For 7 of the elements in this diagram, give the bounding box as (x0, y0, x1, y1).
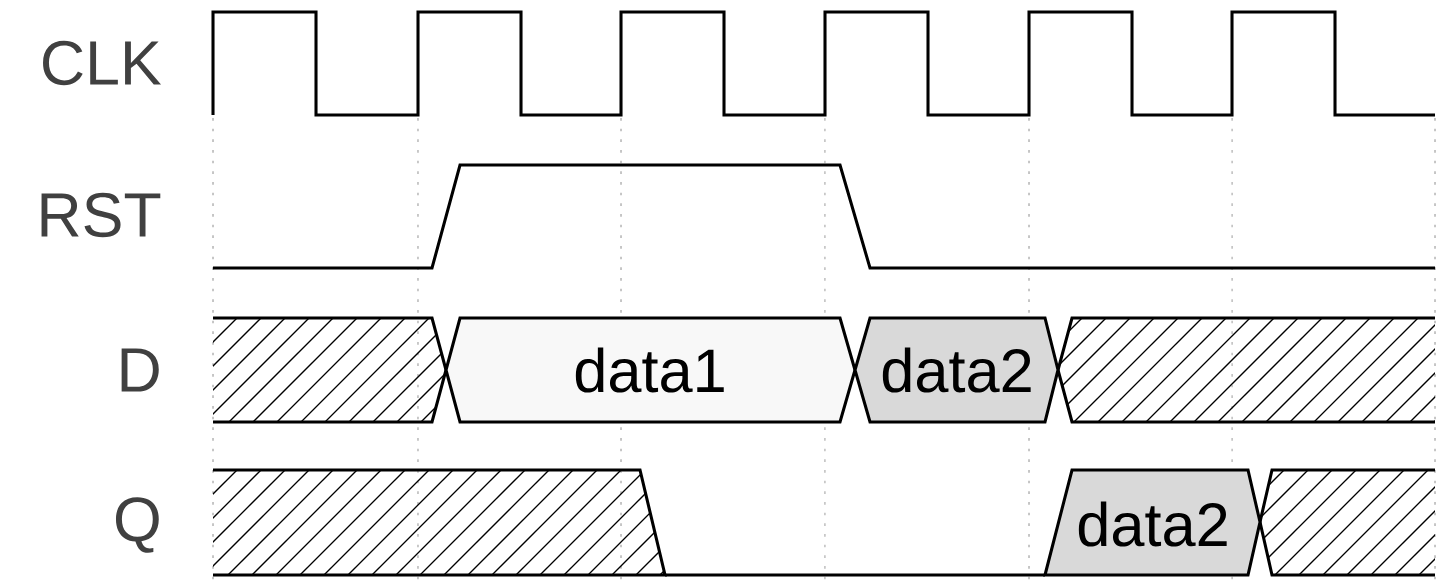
data-segment: data2 (853, 316, 1060, 424)
signal-name: D (121, 348, 159, 392)
signal-name: RST (41, 192, 161, 238)
data-segment: data2 (1043, 468, 1262, 577)
data-segment: data1 (444, 316, 857, 424)
signal-name: Q (115, 497, 159, 553)
signal-name: CLK (43, 40, 161, 86)
